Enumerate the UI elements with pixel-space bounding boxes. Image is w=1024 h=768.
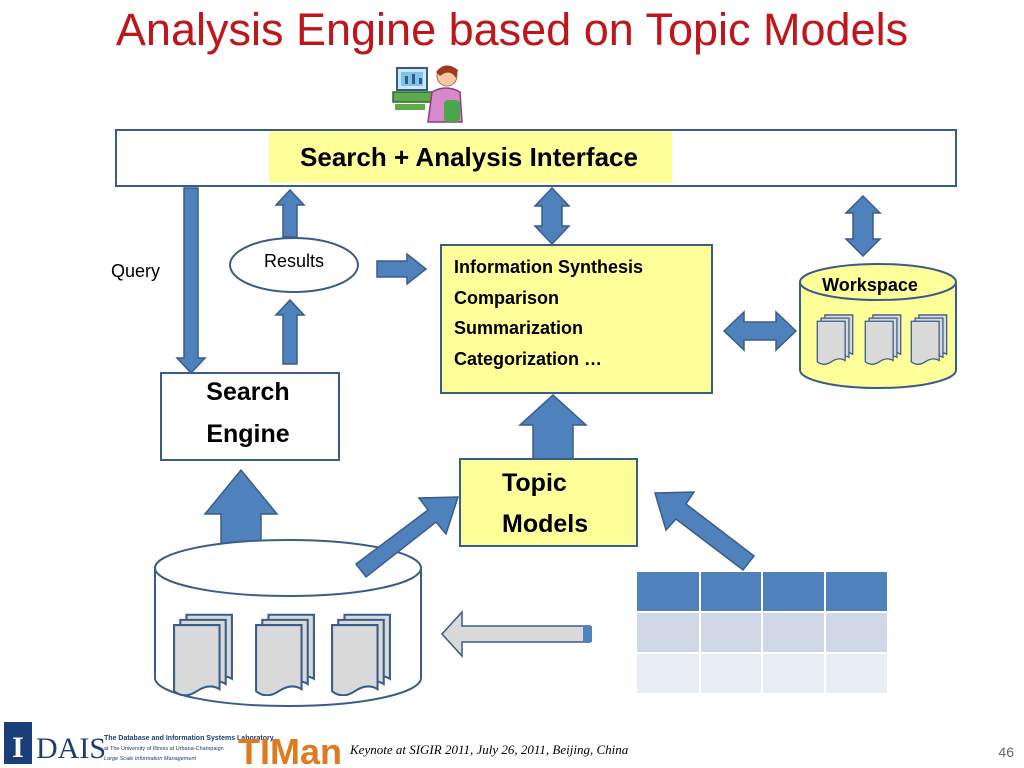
svg-text:I: I: [12, 731, 24, 764]
results-ellipse: [229, 237, 359, 293]
synthesis-line-4: Categorization …: [454, 349, 602, 369]
results-label: Results: [264, 251, 324, 271]
interface-label: Search + Analysis Interface: [300, 142, 638, 172]
synthesis-line-2: Comparison: [454, 288, 559, 308]
collection-doc-icon: [255, 613, 315, 696]
dais-logo: I DAIS The Database and Information Syst…: [4, 722, 274, 765]
slide-title: Analysis Engine based on Topic Models: [115, 4, 909, 55]
synthesis-line-3: Summarization: [454, 318, 583, 338]
collection-cylinder-top: [154, 539, 422, 597]
dais-logo-line-1: The Database and Information Systems Lab…: [104, 735, 274, 742]
search-engine-line-2: Engine: [206, 420, 289, 448]
query-down-arrow: [175, 187, 207, 375]
dais-wordmark: DAIS: [36, 732, 106, 765]
footer-text: Keynote at SIGIR 2011, July 26, 2011, Be…: [350, 742, 629, 757]
workspace-cylinder-top: [799, 263, 957, 301]
collection-to-topic-arrow: [354, 496, 460, 579]
page-number: 46: [998, 744, 1014, 760]
interface-workspace-double-arrow: [844, 194, 882, 258]
topic-to-synthesis-arrow: [518, 393, 588, 461]
workspace-doc-icon: [910, 314, 948, 366]
results-up-arrow: [274, 188, 306, 238]
topic-models-line-2: Models: [502, 510, 588, 538]
search-engine-box: [160, 372, 340, 461]
engine-to-results-arrow: [274, 298, 306, 365]
timan-logo: TIMan: [238, 731, 342, 768]
synthesis-line-1: Information Synthesis: [454, 257, 643, 277]
interface-label-box: [269, 131, 672, 183]
workspace-doc-icon: [864, 314, 902, 366]
collection-doc-icon: [331, 613, 391, 696]
data-table: [637, 572, 887, 693]
collection-doc-icon: [173, 613, 233, 696]
dais-logo-line-2: at The University of Illinois at Urbana-…: [104, 746, 224, 752]
dais-logo-line-3: Large Scale Information Management: [104, 756, 196, 762]
arrow-tail-block: [583, 626, 592, 642]
interface-synthesis-double-arrow: [533, 186, 571, 246]
table-to-topic-arrow: [654, 491, 756, 572]
search-engine-line-1: Search: [206, 378, 289, 406]
synthesis-box: [440, 244, 713, 394]
workspace-label: Workspace: [822, 275, 918, 295]
user-computer-icon: [392, 65, 463, 123]
topic-models-line-1: Topic: [502, 469, 567, 497]
query-label: Query: [111, 261, 160, 281]
table-to-collection-arrow: [440, 610, 591, 658]
topic-models-box: [459, 458, 638, 547]
synthesis-workspace-double-arrow: [722, 310, 798, 352]
workspace-doc-icon: [816, 314, 854, 366]
results-to-synthesis-arrow: [376, 252, 428, 286]
